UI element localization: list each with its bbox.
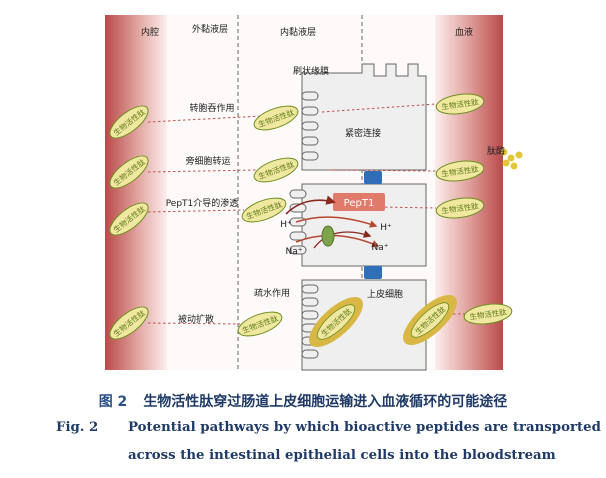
peptidase-dots [500, 148, 523, 170]
tight-junction-upper [364, 171, 382, 184]
pathway-diagram: 内腔 外黏液层 内黏液层 血液 [105, 15, 523, 371]
figure-title-zh: 生物活性肽穿过肠道上皮细胞运输进入血液循环的可能途径 [143, 394, 508, 410]
peptide-blood-2: 生物活性肽 [435, 160, 485, 182]
peptide-pept1: 生物活性肽 [241, 197, 287, 223]
paracellular-label: 旁细胞转运 [185, 155, 230, 167]
peptidase-label: 肽酶 [487, 145, 505, 157]
transcytosis-label: 转胞吞作用 [189, 102, 234, 114]
microvilli-top [301, 91, 319, 161]
hydrophobic-label: 疏水作用 [254, 287, 290, 299]
sodium-label-right: Na⁺ [372, 243, 389, 253]
peptide-blood-3: 生物活性肽 [435, 197, 485, 219]
tight-junction-lower [364, 266, 382, 279]
tight-junction-label: 紧密连接 [345, 127, 381, 139]
peptide-paracellular: 生物活性肽 [253, 157, 299, 183]
pathway-lines [147, 103, 470, 325]
pept1-label: PepT1 [344, 198, 375, 209]
passive-diffusion-label: 被动扩散 [178, 313, 214, 325]
pept1-transporter [333, 193, 385, 211]
peptide-influx-arrow [285, 195, 336, 215]
proton-label-right: H⁺ [380, 223, 392, 233]
figure-caption-zh: 图 2 生物活性肽穿过肠道上皮细胞运输进入血液循环的可能途径 [0, 391, 606, 411]
proton-label-left: H⁺ [280, 220, 292, 230]
proton-arrow [295, 216, 378, 228]
figure-title-en-line1: Potential pathways by which bioactive pe… [128, 420, 601, 435]
peptide-membrane-right: 生物活性肽 [403, 294, 457, 346]
figure-number-en: Fig. 2 [56, 420, 99, 435]
peptide-blood-4: 生物活性肽 [463, 303, 513, 325]
region-label-outer-mucus: 外黏液层 [192, 23, 228, 35]
figure-number-zh: 图 2 [98, 394, 128, 410]
peptide-blood-1: 生物活性肽 [435, 93, 485, 115]
exchanger-protein [321, 225, 335, 247]
region-label-inner-mucus: 内黏液层 [280, 26, 316, 38]
figure-caption-en-line2: across the intestinal epithelial cells i… [128, 448, 556, 463]
exchanger-arrow [313, 230, 372, 249]
sodium-arrow [295, 234, 380, 248]
figure-caption-en-line1: Fig. 2 Potential pathways by which bioact… [56, 420, 601, 435]
brush-border-label: 刷状缘膜 [293, 65, 329, 77]
epithelial-cell-label: 上皮细胞 [367, 288, 403, 300]
epithelial-cell-top [301, 63, 427, 171]
region-label-blood: 血液 [455, 26, 473, 38]
sodium-label-left: Na⁺ [286, 247, 303, 257]
peptide-passive: 生物活性肽 [237, 311, 283, 337]
pept1-pathway-label: PepT1介导的渗透 [166, 197, 239, 209]
peptide-transcytosis: 生物活性肽 [253, 105, 299, 131]
region-label-lumen: 内腔 [141, 26, 159, 38]
